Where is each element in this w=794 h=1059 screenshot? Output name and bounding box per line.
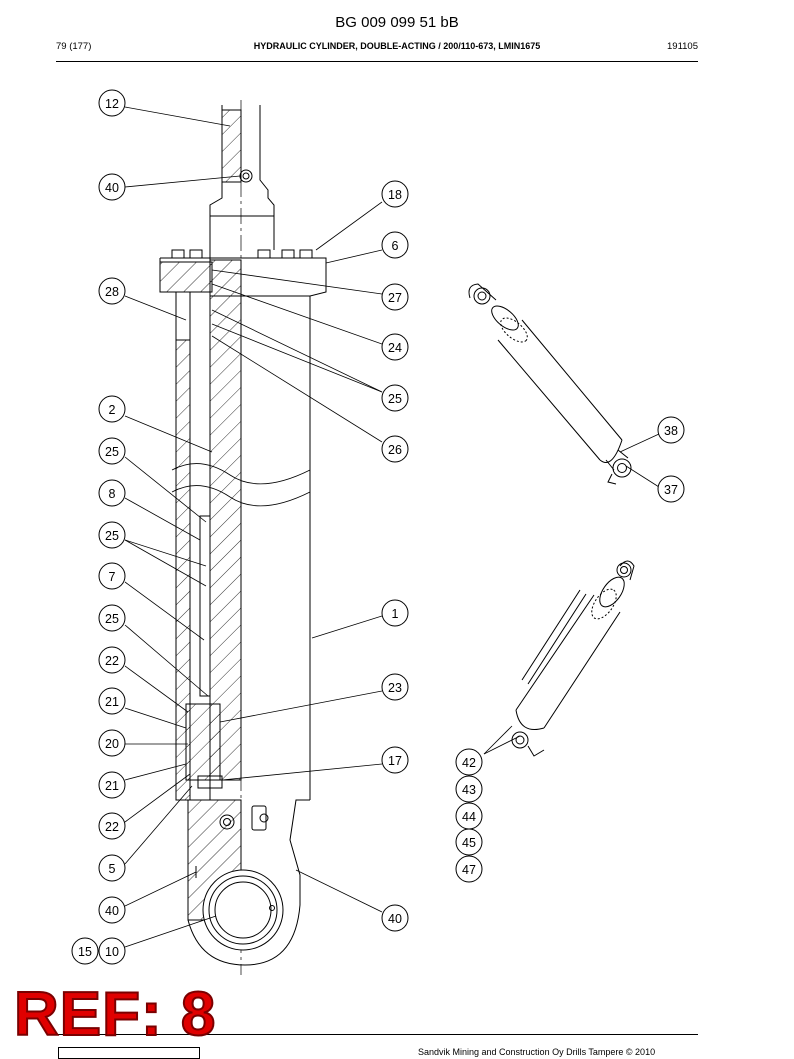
brand-logo bbox=[58, 1047, 200, 1059]
callout-21: 21 bbox=[98, 687, 126, 715]
document-code: 191105 bbox=[667, 41, 698, 52]
callout-25: 25 bbox=[98, 604, 126, 632]
callout-20: 20 bbox=[98, 729, 126, 757]
callout-6: 6 bbox=[381, 231, 409, 259]
callout-label: 10 bbox=[105, 945, 119, 959]
callout-label: 21 bbox=[105, 695, 119, 709]
callout-label: 5 bbox=[109, 862, 116, 876]
callout-label: 18 bbox=[388, 188, 402, 202]
callout-27: 27 bbox=[381, 283, 409, 311]
callout-25: 25 bbox=[381, 384, 409, 412]
callout-40: 40 bbox=[98, 896, 126, 924]
callout-label: 47 bbox=[462, 863, 476, 877]
callout-label: 25 bbox=[105, 612, 119, 626]
callout-label: 26 bbox=[388, 443, 402, 457]
page-title: HYDRAULIC CYLINDER, DOUBLE-ACTING / 200/… bbox=[253, 41, 541, 51]
callout-label: 6 bbox=[392, 239, 399, 253]
callout-label: 27 bbox=[388, 291, 402, 305]
callout-label: 22 bbox=[105, 654, 119, 668]
isometric-view-upper bbox=[468, 283, 632, 485]
callout-25: 25 bbox=[98, 437, 126, 465]
callout-40: 40 bbox=[98, 173, 126, 201]
callout-1: 1 bbox=[381, 599, 409, 627]
callout-22: 22 bbox=[98, 646, 126, 674]
callout-7: 7 bbox=[98, 562, 126, 590]
callout-label: 17 bbox=[388, 754, 402, 768]
callout-22: 22 bbox=[98, 812, 126, 840]
footer-rule bbox=[56, 1034, 698, 1035]
callout-label: 1 bbox=[392, 607, 399, 621]
callout-label: 20 bbox=[105, 737, 119, 751]
callout-label: 43 bbox=[462, 783, 476, 797]
callout-label: 15 bbox=[78, 945, 92, 959]
callout-5: 5 bbox=[98, 854, 126, 882]
callout-label: 8 bbox=[109, 487, 116, 501]
callout-10: 10 bbox=[98, 937, 126, 965]
callout-45: 45 bbox=[455, 828, 483, 856]
callout-47: 47 bbox=[455, 855, 483, 883]
callout-21: 21 bbox=[98, 771, 126, 799]
document-id: BG 009 099 51 bB bbox=[335, 14, 459, 31]
callout-label: 21 bbox=[105, 779, 119, 793]
callout-label: 25 bbox=[105, 529, 119, 543]
callout-label: 7 bbox=[109, 570, 116, 584]
callout-28: 28 bbox=[98, 277, 126, 305]
callout-label: 25 bbox=[388, 392, 402, 406]
callout-18: 18 bbox=[381, 180, 409, 208]
callout-8: 8 bbox=[98, 479, 126, 507]
callout-26: 26 bbox=[381, 435, 409, 463]
callout-44: 44 bbox=[455, 802, 483, 830]
callout-label: 40 bbox=[105, 904, 119, 918]
callout-42: 42 bbox=[455, 748, 483, 776]
callout-label: 23 bbox=[388, 681, 402, 695]
callout-label: 40 bbox=[105, 181, 119, 195]
callout-label: 40 bbox=[388, 912, 402, 926]
callout-label: 2 bbox=[109, 403, 116, 417]
callout-23: 23 bbox=[381, 673, 409, 701]
callout-24: 24 bbox=[381, 333, 409, 361]
callout-label: 25 bbox=[105, 445, 119, 459]
ref-stamp: REF: 8 bbox=[13, 980, 217, 1049]
callout-43: 43 bbox=[455, 775, 483, 803]
callout-37: 37 bbox=[657, 475, 685, 503]
callout-label: 22 bbox=[105, 820, 119, 834]
callout-label: 42 bbox=[462, 756, 476, 770]
callout-label: 12 bbox=[105, 97, 119, 111]
callout-25: 25 bbox=[98, 521, 126, 549]
footer-copyright: Sandvik Mining and Construction Oy Drill… bbox=[418, 1047, 656, 1057]
page-number: 79 (177) bbox=[56, 41, 92, 52]
callout-label: 28 bbox=[105, 285, 119, 299]
callout-label: 45 bbox=[462, 836, 476, 850]
callout-15: 15 bbox=[71, 937, 99, 965]
callout-12: 12 bbox=[98, 89, 126, 117]
callout-2: 2 bbox=[98, 395, 126, 423]
callout-label: 44 bbox=[462, 810, 476, 824]
callout-label: 24 bbox=[388, 341, 402, 355]
callout-17: 17 bbox=[381, 746, 409, 774]
cylinder-section bbox=[159, 100, 327, 975]
callout-40: 40 bbox=[381, 904, 409, 932]
header-rule bbox=[56, 61, 698, 62]
isometric-view-lower bbox=[511, 560, 635, 757]
callout-label: 37 bbox=[664, 483, 678, 497]
leader-lines bbox=[124, 106, 660, 948]
callout-38: 38 bbox=[657, 416, 685, 444]
callout-label: 38 bbox=[664, 424, 678, 438]
